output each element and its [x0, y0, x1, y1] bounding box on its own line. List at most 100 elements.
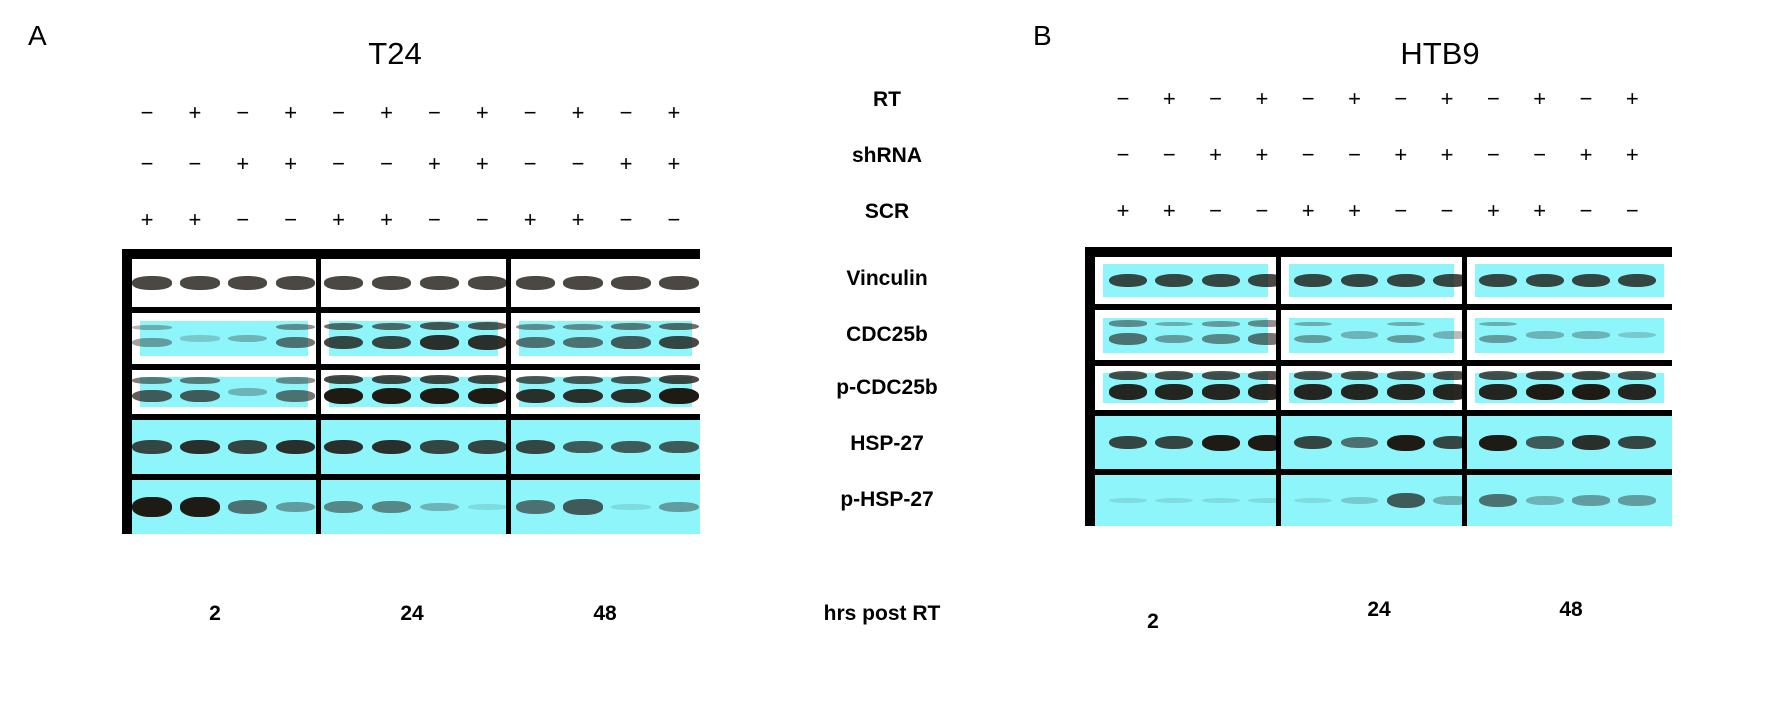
panel-a-rt-sign: +	[380, 100, 393, 125]
protein-band	[467, 276, 506, 290]
blot-cell-cdc25b	[511, 313, 700, 364]
protein-band	[563, 276, 603, 290]
panel-b-shrna-sign: +	[1394, 142, 1408, 167]
protein-band-upper	[1201, 321, 1240, 327]
protein-band-upper	[1247, 371, 1276, 380]
protein-band	[611, 504, 651, 510]
protein-band	[1155, 334, 1194, 344]
blot-cell-hsp-27	[511, 420, 700, 474]
protein-band	[515, 276, 555, 290]
blot-cell-p-cdc25b	[511, 370, 700, 414]
panel-a-title: T24	[368, 36, 422, 71]
blot-cell-vinculin	[511, 259, 700, 307]
protein-band	[1525, 436, 1564, 449]
protein-band	[276, 501, 316, 513]
protein-band	[276, 336, 316, 349]
blot-cell-vinculin	[132, 259, 316, 307]
panel-b-time-24: 24	[1367, 598, 1391, 621]
protein-band	[180, 497, 220, 517]
panel-b-shrna-sign: +	[1440, 142, 1454, 167]
protein-band	[276, 276, 316, 290]
protein-band	[1618, 435, 1657, 450]
protein-band	[1525, 496, 1564, 505]
protein-band	[1155, 435, 1194, 450]
panel-a-time-48: 48	[593, 602, 617, 625]
protein-band	[1618, 384, 1657, 400]
protein-band	[180, 276, 220, 290]
panel-a-scr-sign: +	[188, 207, 202, 232]
panel-b-label: B	[1033, 20, 1052, 51]
panel-b-rt-sign: −	[1579, 86, 1593, 111]
panel-a-scr-sign: −	[284, 207, 298, 232]
protein-band	[419, 388, 460, 404]
panel-b-rt-sign: −	[1394, 86, 1408, 111]
panel-a-time-2: 2	[209, 602, 221, 625]
protein-band	[419, 276, 460, 290]
panel-b-scr-sign: −	[1394, 198, 1408, 223]
blot-cell-p-hsp-27	[511, 480, 700, 534]
panel-a-scr-sign: −	[667, 207, 681, 232]
blot-cell-hsp-27	[1095, 416, 1276, 469]
panel-a-time-24: 24	[400, 602, 424, 625]
protein-band	[659, 335, 699, 350]
protein-band-upper	[467, 375, 506, 384]
protein-band-upper	[419, 322, 460, 331]
panel-b-scr-sign: −	[1440, 198, 1454, 223]
protein-band-upper	[1479, 371, 1518, 380]
protein-band-upper	[1201, 371, 1240, 380]
protein-band	[659, 276, 699, 290]
protein-band-upper	[659, 375, 699, 384]
panel-b-scr-sign: −	[1579, 198, 1593, 223]
protein-band	[132, 440, 172, 454]
protein-band	[1618, 331, 1657, 339]
protein-band	[132, 497, 172, 517]
protein-band	[1433, 384, 1462, 400]
condition-label-rt: RT	[873, 88, 901, 111]
blot-cell-p-cdc25b	[1095, 366, 1276, 410]
panel-b-scr-sign: +	[1301, 198, 1315, 223]
blot-cell-vinculin	[1095, 257, 1276, 304]
panel-a-rt-sign: −	[523, 100, 537, 125]
panel-a-scr-sign: +	[380, 207, 393, 232]
protein-band	[1201, 273, 1240, 288]
protein-band-upper	[1525, 371, 1564, 380]
protein-band	[515, 500, 555, 514]
protein-band	[1155, 273, 1194, 288]
protein-band	[1479, 273, 1518, 288]
protein-band	[371, 388, 412, 404]
protein-band	[1386, 434, 1425, 451]
protein-band	[371, 439, 412, 455]
membrane-strip	[1289, 317, 1454, 353]
protein-band	[1572, 384, 1610, 400]
protein-band-upper	[371, 322, 412, 331]
blot-cell-cdc25b	[132, 313, 316, 364]
protein-band-upper	[1433, 371, 1462, 380]
protein-band	[1572, 273, 1610, 288]
protein-band	[228, 276, 268, 290]
protein-band	[1618, 273, 1657, 288]
protein-band	[1525, 384, 1564, 400]
protein-band	[1247, 434, 1276, 451]
protein-band	[1433, 331, 1462, 339]
protein-band-upper	[515, 375, 555, 384]
protein-band	[1572, 331, 1610, 339]
blot-cell-vinculin	[1467, 257, 1672, 304]
panel-b-scr-sign: +	[1348, 198, 1361, 223]
panel-b-scr-sign: −	[1625, 198, 1639, 223]
protein-band	[323, 439, 364, 455]
protein-band-upper	[515, 323, 555, 331]
protein-band	[1479, 493, 1518, 508]
panel-a-shrna-sign: +	[475, 151, 489, 176]
panel-a-rt-sign: −	[140, 100, 154, 125]
panel-a-shrna-sign: −	[140, 151, 154, 176]
protein-band	[323, 501, 364, 513]
panel-b-shrna-sign: −	[1486, 142, 1500, 167]
protein-band-upper	[1386, 371, 1425, 380]
protein-band	[1247, 384, 1276, 400]
protein-band	[1386, 334, 1425, 344]
panel-b-shrna-sign: −	[1116, 142, 1130, 167]
protein-band	[1433, 496, 1462, 505]
protein-band-upper	[1340, 371, 1379, 380]
panel-b-time-48: 48	[1559, 598, 1583, 621]
panel-a-shrna-sign: −	[523, 151, 537, 176]
